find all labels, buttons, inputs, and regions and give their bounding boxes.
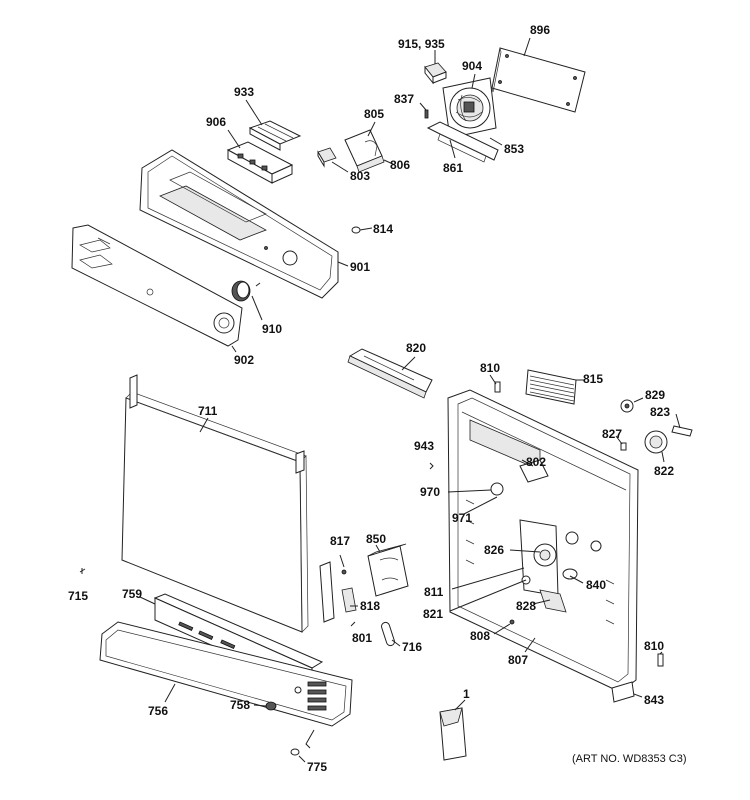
- label-820: 820: [406, 341, 426, 355]
- part-803-sensor: [317, 147, 349, 173]
- label-814: 814: [373, 222, 393, 236]
- part-807-inner-door: [447, 389, 639, 693]
- label-805: 805: [364, 107, 384, 121]
- part-817-818-801-latch: [319, 554, 358, 627]
- part-901-control-panel: [139, 149, 349, 299]
- label-843: 843: [644, 693, 664, 707]
- label-810-lower: 810: [644, 639, 664, 653]
- part-756-kick-plate: [99, 621, 353, 727]
- part-815-vent: [525, 369, 584, 405]
- label-823: 823: [650, 405, 670, 419]
- label-716: 716: [402, 640, 422, 654]
- label-711: 711: [198, 404, 218, 418]
- label-811: 811: [424, 585, 444, 599]
- label-715: 715: [68, 589, 88, 603]
- part-1-literature-packet: [439, 699, 467, 761]
- label-826: 826: [484, 543, 504, 557]
- part-943-screw: [429, 462, 434, 470]
- label-837: 837: [394, 92, 414, 106]
- part-850-bracket: [367, 543, 409, 597]
- part-716-link: [381, 621, 401, 647]
- part-715-screw: [79, 568, 86, 574]
- label-817: 817: [330, 534, 350, 548]
- label-821: 821: [423, 607, 443, 621]
- part-837-pin: [419, 102, 429, 119]
- label-915-935: 915, 935: [398, 37, 445, 51]
- label-840: 840: [586, 578, 606, 592]
- part-904-fan-housing: [442, 73, 497, 139]
- label-827: 827: [602, 427, 622, 441]
- label-759: 759: [122, 587, 142, 601]
- label-802: 802: [526, 455, 546, 469]
- part-822-dial: [644, 430, 668, 463]
- label-822: 822: [654, 464, 674, 478]
- part-933-bracket: [245, 99, 302, 151]
- part-805-806-bracket: [344, 121, 396, 173]
- label-775: 775: [307, 760, 327, 774]
- label-933: 933: [234, 85, 254, 99]
- part-902-front-panel: [71, 224, 243, 353]
- part-823-shaft: [671, 413, 693, 437]
- part-896-cover-plate: [491, 37, 586, 113]
- label-904: 904: [462, 59, 482, 73]
- label-1: 1: [463, 687, 470, 701]
- part-910-knob: [231, 280, 263, 321]
- label-943: 943: [414, 439, 434, 453]
- part-810-screw-lower: [657, 651, 664, 667]
- part-829-knob: [620, 397, 644, 413]
- label-906: 906: [206, 115, 226, 129]
- label-971: 971: [452, 511, 472, 525]
- label-850: 850: [366, 532, 386, 546]
- label-853: 853: [504, 142, 524, 156]
- label-896: 896: [530, 23, 550, 37]
- part-810-screw-upper: [489, 374, 501, 393]
- part-843-hinge: [611, 681, 643, 703]
- label-818: 818: [360, 599, 380, 613]
- label-861: 861: [443, 161, 463, 175]
- label-970: 970: [420, 485, 440, 499]
- label-801: 801: [352, 631, 372, 645]
- callout-labels: 896 915, 935 904 837 853 861 933 906 805…: [68, 23, 687, 774]
- label-803: 803: [350, 169, 370, 183]
- label-808: 808: [470, 629, 490, 643]
- label-807: 807: [508, 653, 528, 667]
- label-806: 806: [390, 158, 410, 172]
- part-711-outer-door-panel: [121, 374, 309, 633]
- label-758: 758: [230, 698, 250, 712]
- label-810-upper: 810: [480, 361, 500, 375]
- art-number: (ART NO. WD8353 C3): [572, 753, 687, 765]
- label-902: 902: [234, 353, 254, 367]
- part-814-screw: [351, 226, 373, 234]
- label-828: 828: [516, 599, 536, 613]
- part-775-screw: [290, 729, 315, 763]
- label-756: 756: [148, 704, 168, 718]
- part-820-bracket: [347, 348, 433, 399]
- part-906-control-board: [226, 129, 294, 184]
- part-861-duct: [426, 121, 503, 163]
- part-827-screw: [615, 435, 627, 451]
- label-901: 901: [350, 260, 370, 274]
- label-829: 829: [645, 388, 665, 402]
- part-915-935-switch: [424, 50, 447, 85]
- part-758-screw: [253, 701, 277, 711]
- label-910: 910: [262, 322, 282, 336]
- label-815: 815: [583, 372, 603, 386]
